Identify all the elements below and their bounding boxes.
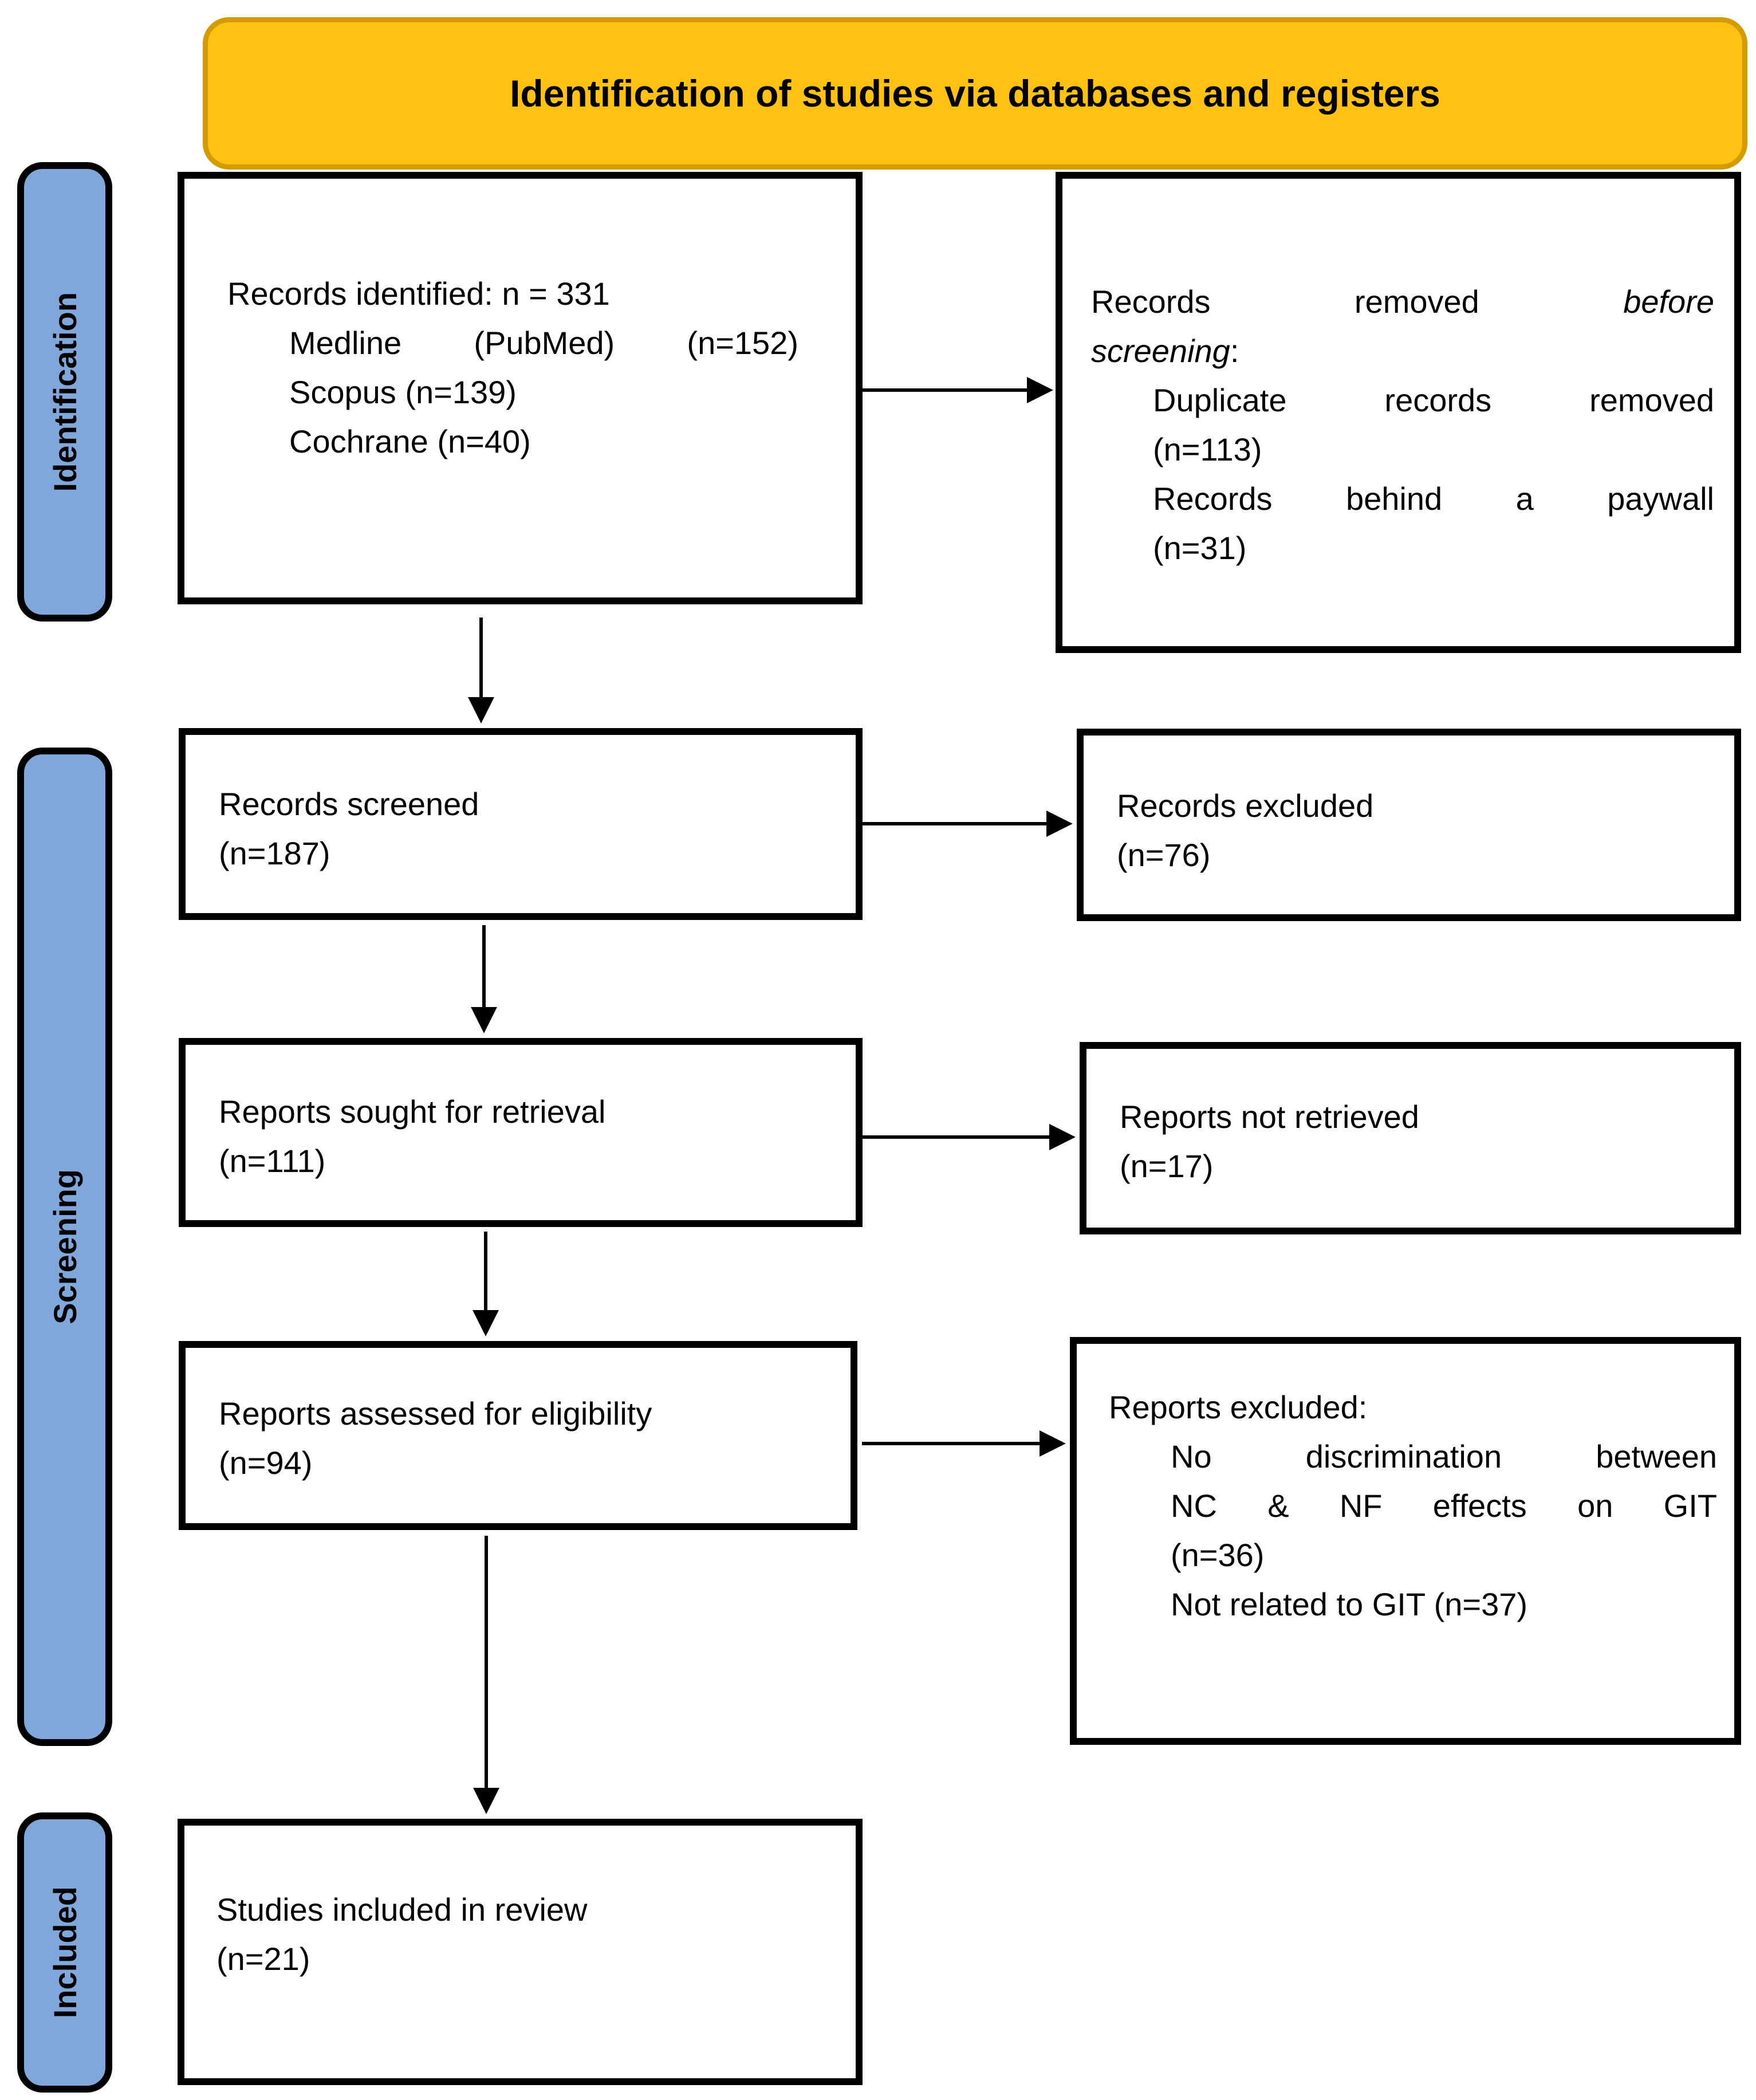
italic-text-run: screening bbox=[1091, 333, 1230, 369]
text-line: Records behind a paywall bbox=[1153, 481, 1714, 517]
box-studies-included-in-review: Studies included in review (n=21) bbox=[178, 1819, 863, 2085]
box-records-screened: Records screened (n=187) bbox=[179, 728, 863, 920]
text-line: (n=17) bbox=[1120, 1148, 1214, 1184]
stage-label-text: Identification bbox=[46, 292, 83, 492]
stage-label-text: Included bbox=[46, 1886, 83, 2019]
text-line: screening: bbox=[1091, 327, 1714, 376]
text-line: No discrimination between bbox=[1171, 1438, 1717, 1474]
text-line: Records removed before bbox=[1091, 277, 1714, 327]
box-reports-excluded-reasons: Reports excluded: No discrimination betwe… bbox=[1070, 1337, 1741, 1745]
stage-label-text: Screening bbox=[46, 1169, 83, 1324]
stage-label-identification: Identification bbox=[17, 162, 112, 622]
text-line: (n=113) bbox=[1153, 431, 1262, 467]
stage-label-screening: Screening bbox=[17, 748, 112, 1746]
box-reports-not-retrieved: Reports not retrieved (n=17) bbox=[1080, 1042, 1741, 1234]
box-reports-assessed-for-eligibility: Reports assessed for eligibility (n=94) bbox=[179, 1341, 857, 1530]
title-banner: Identification of studies via databases … bbox=[203, 17, 1747, 170]
text-line: NC & NF effects on GIT bbox=[1171, 1488, 1717, 1524]
text-line: Reports not retrieved bbox=[1120, 1099, 1419, 1135]
italic-text-run: before bbox=[1623, 284, 1714, 320]
title-text: Identification of studies via databases … bbox=[510, 72, 1440, 115]
text-line: (n=31) bbox=[1153, 530, 1247, 566]
text-line: (n=36) bbox=[1171, 1537, 1265, 1573]
box-reports-sought-for-retrieval: Reports sought for retrieval (n=111) bbox=[179, 1038, 863, 1227]
text-line: (n=76) bbox=[1117, 837, 1211, 873]
text-line: (n=94) bbox=[219, 1445, 313, 1481]
text-line: Records identified: n = 331 bbox=[227, 276, 610, 312]
text-run: : bbox=[1230, 333, 1239, 369]
text-line: Reports assessed for eligibility bbox=[219, 1395, 652, 1432]
text-line: Reports sought for retrieval bbox=[219, 1094, 606, 1130]
text-line: Records screened bbox=[219, 786, 479, 822]
box-records-excluded: Records excluded (n=76) bbox=[1077, 729, 1741, 921]
text-run: Records removed bbox=[1091, 284, 1624, 320]
text-line: (n=21) bbox=[216, 1941, 310, 1977]
text-line: (n=111) bbox=[219, 1143, 326, 1179]
text-line: Reports excluded: bbox=[1109, 1389, 1368, 1425]
text-line: (n=187) bbox=[219, 835, 330, 871]
text-line: Medline (PubMed) (n=152) bbox=[289, 325, 798, 361]
text-line: Studies included in review bbox=[216, 1891, 588, 1928]
text-line: Scopus (n=139) bbox=[289, 374, 517, 410]
text-line: Cochrane (n=40) bbox=[289, 423, 531, 459]
text-line: Duplicate records removed bbox=[1153, 382, 1714, 418]
text-line: Not related to GIT (n=37) bbox=[1171, 1586, 1528, 1622]
stage-label-included: Included bbox=[17, 1812, 112, 2093]
text-line: Records excluded bbox=[1117, 788, 1374, 824]
